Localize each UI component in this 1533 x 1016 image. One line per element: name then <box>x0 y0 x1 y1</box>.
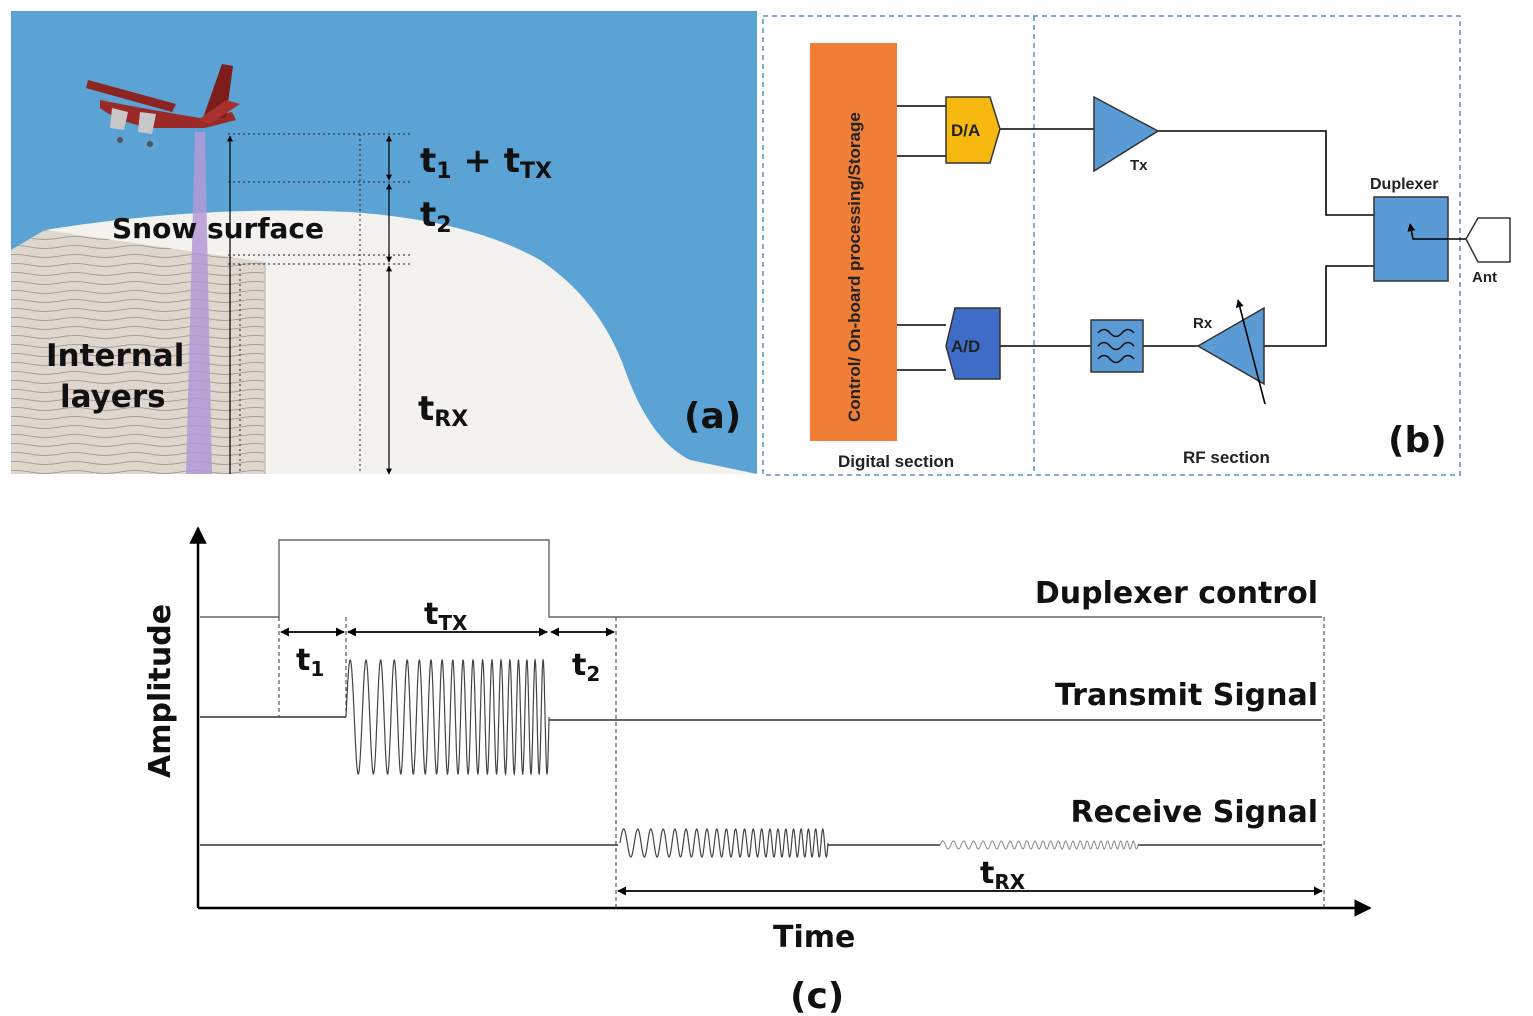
signal-wires <box>897 105 1466 371</box>
label-trx: tRX <box>418 389 468 432</box>
ad-label: A/D <box>951 337 980 356</box>
duplexer-label: Duplexer <box>1370 176 1438 193</box>
panel-b-block-diagram: Control/ On-board processing/Storage D/A… <box>762 15 1511 476</box>
label-t2: t2 <box>572 648 600 686</box>
panel-b-label: (b) <box>1388 420 1447 461</box>
receive-echo-weak <box>939 840 1139 850</box>
variable-gain-arrow <box>1235 299 1266 405</box>
transmit-signal-label: Transmit Signal <box>1055 678 1318 713</box>
tx-label: Tx <box>1130 157 1148 174</box>
panel-a-ice-sketch: t1 + tTX t2 tRX Snow surface Internal la… <box>11 11 757 475</box>
panel-a-label: (a) <box>684 396 741 437</box>
ad-converter <box>945 307 1001 380</box>
label-ttx: tTX <box>424 597 468 635</box>
snow-surface-label: Snow surface <box>112 212 324 245</box>
label-t1: t1 <box>296 643 324 681</box>
filter-icon <box>1097 328 1135 364</box>
panel-c-timing-diagram: Amplitude Time t1 tTX t2 tRX Duplexer co… <box>143 526 1372 1016</box>
label-t2: t2 <box>420 195 452 238</box>
duplexer-switch-icon <box>1407 223 1448 240</box>
tx-amplifier-icon <box>1093 95 1160 173</box>
internal-label-line2: layers <box>60 379 166 415</box>
timing-arrows <box>280 627 1323 896</box>
timing-guides <box>278 617 1325 908</box>
y-axis-label: Amplitude <box>143 604 178 778</box>
rx-label: Rx <box>1193 315 1213 332</box>
da-converter <box>945 96 1001 164</box>
panel-b-border <box>762 15 1461 476</box>
radar-beam <box>186 132 212 474</box>
internal-label-line1: Internal <box>46 338 184 374</box>
duplexer-control-trace <box>200 539 1322 618</box>
duplexer-control-label: Duplexer control <box>1035 576 1318 611</box>
antenna-icon <box>1465 217 1511 263</box>
label-trx: tRX <box>980 856 1026 894</box>
rx-amplifier-icon <box>1196 306 1265 386</box>
x-axis-label: Time <box>773 920 855 955</box>
da-label: D/A <box>951 121 980 140</box>
ant-label: Ant <box>1472 269 1497 286</box>
aircraft-icon <box>86 64 240 147</box>
panel-c-label: (c) <box>790 976 844 1016</box>
digital-processing-block <box>810 43 897 441</box>
depth-guides <box>228 133 412 474</box>
filter-block <box>1090 319 1144 373</box>
digital-processing-label: Control/ On-board processing/Storage <box>845 112 864 422</box>
transmit-chirp-waveform <box>345 658 550 777</box>
label-t1-plus-ttx: t1 + tTX <box>420 141 552 184</box>
receive-signal-label: Receive Signal <box>1071 795 1318 830</box>
receive-echo-strong <box>619 828 829 859</box>
rf-section-label: RF section <box>1183 448 1270 467</box>
digital-section-label: Digital section <box>838 452 954 471</box>
